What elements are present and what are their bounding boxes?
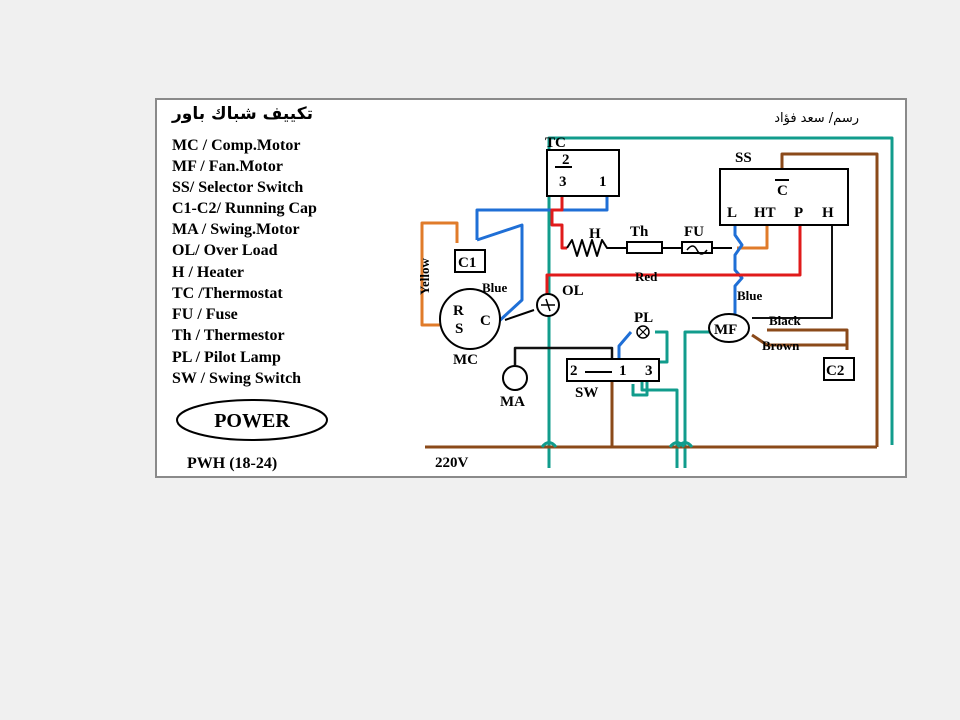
legend-item: Th / Thermestor <box>172 327 285 344</box>
wire-blue-c1-mc <box>476 223 524 325</box>
mc-label: MC <box>453 352 478 368</box>
tc-label: TC <box>545 135 566 151</box>
sw-label: SW <box>575 385 598 401</box>
thermistor-label: Th <box>630 224 649 240</box>
black-wire-label: Black <box>769 313 802 328</box>
wire-red-p <box>545 225 802 295</box>
ss-label: SS <box>735 150 752 166</box>
heater-element <box>566 239 627 257</box>
sw-terminal-1: 1 <box>619 363 627 379</box>
supply-label: 220V <box>435 455 469 471</box>
ss-terminal-l: L <box>727 205 737 221</box>
wire-ol-mc <box>504 309 535 321</box>
mf-label: MF <box>714 322 737 338</box>
c1-label: C1 <box>458 255 476 271</box>
diagram-title: تكييف شباك باور <box>171 104 313 124</box>
model-label: PWH (18-24) <box>187 455 277 472</box>
legend-item: OL/ Over Load <box>172 242 278 259</box>
brand-ellipse <box>176 399 328 441</box>
red-wire-label: Red <box>635 269 658 284</box>
tc-terminal-1: 1 <box>599 174 607 190</box>
legend-item: H / Heater <box>172 264 244 281</box>
legend-item: PL / Pilot Lamp <box>172 349 281 366</box>
sw-terminal-2: 2 <box>570 363 578 379</box>
ma-label: MA <box>500 394 525 410</box>
ol-line <box>545 298 551 312</box>
diagram-frame: تكييف شباك باور MC / Comp.Motor MF / Fan… <box>155 98 907 478</box>
legend-item: SS/ Selector Switch <box>172 179 303 196</box>
wire-black-h <box>752 225 833 319</box>
legend-item: SW / Swing Switch <box>172 370 301 387</box>
thermostat <box>546 149 620 197</box>
wire-blue-pl <box>617 331 633 362</box>
thermistor <box>626 241 663 254</box>
swing-motor <box>502 365 528 391</box>
sw-terminal-3: 3 <box>645 363 653 379</box>
tc-terminal-3: 3 <box>559 174 567 190</box>
wire-red-tc3 <box>550 192 567 250</box>
legend: MC / Comp.Motor MF / Fan.Motor SS/ Selec… <box>172 137 317 387</box>
ss-terminal-c: C <box>777 183 788 199</box>
ss-terminal-ht: HT <box>754 205 776 221</box>
fuse <box>681 241 713 254</box>
c2-label: C2 <box>826 363 844 379</box>
swing-switch <box>566 358 660 382</box>
selector-switch <box>719 168 849 226</box>
author-credit: رسم/ سعد فؤاد <box>774 111 859 126</box>
fuse-symbol <box>686 245 708 255</box>
wire-brown-right <box>780 152 879 447</box>
capacitor-c2 <box>823 357 855 381</box>
wire-orange-yellow <box>420 221 459 327</box>
blue-wire-label: Blue <box>482 280 508 295</box>
legend-item: TC /Thermostat <box>172 285 283 302</box>
wiring-diagram: تكييف شباك باور MC / Comp.Motor MF / Fan… <box>171 104 894 472</box>
mc-terminal-c: C <box>480 313 491 329</box>
legend-item: C1-C2/ Running Cap <box>172 200 317 217</box>
legend-item: FU / Fuse <box>172 306 238 323</box>
heater-label: H <box>589 226 601 242</box>
compressor-motor <box>439 288 501 350</box>
capacitor-c1 <box>454 249 486 273</box>
wire-blue-ss <box>733 220 744 316</box>
tc-terminal-2: 2 <box>562 152 570 168</box>
pl-cross <box>638 327 648 337</box>
wire-brown-c2 <box>767 328 849 350</box>
legend-item: MF / Fan.Motor <box>172 158 283 175</box>
blue-ss-wire-label: Blue <box>737 288 763 303</box>
ol-label: OL <box>562 283 584 299</box>
mc-terminal-r: R <box>453 303 464 319</box>
legend-item: MC / Comp.Motor <box>172 137 300 154</box>
legend-item: MA / Swing.Motor <box>172 221 300 238</box>
wire-teal-pl <box>647 330 669 364</box>
wire-orange-ht <box>737 225 769 250</box>
mc-terminal-s: S <box>455 321 463 337</box>
fuse-label: FU <box>684 224 704 240</box>
wire-teal-mf <box>683 330 710 468</box>
fan-motor <box>708 313 750 343</box>
ss-terminal-p: P <box>794 205 803 221</box>
yellow-wire-label: Yellow <box>417 258 432 295</box>
bus-hops <box>540 441 694 448</box>
brown-wire-label: Brown <box>762 338 800 353</box>
pl-label: PL <box>634 310 653 326</box>
ss-terminal-h: H <box>822 205 834 221</box>
wire-blue-tc1 <box>475 192 609 240</box>
wire-teal-sw-bus <box>631 382 649 397</box>
brand-logo: POWER <box>214 410 290 432</box>
